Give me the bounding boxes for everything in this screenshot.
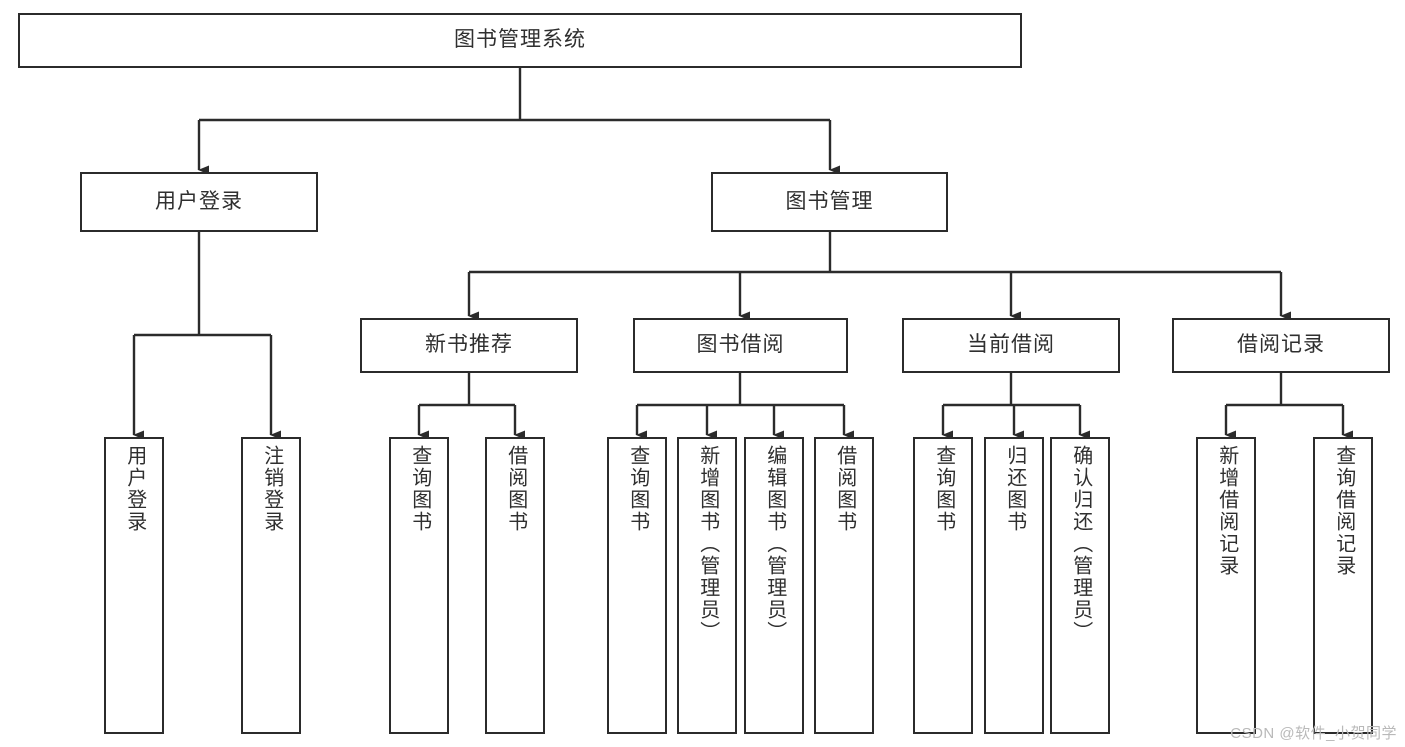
node-borrow-record[interactable]: 借阅记录 — [1172, 318, 1390, 373]
node-user-login[interactable]: 用户登录 — [80, 172, 318, 232]
node-label: 当前借阅 — [967, 333, 1055, 357]
node-leaf-borrow-book[interactable]: 借阅图书 — [814, 437, 874, 734]
node-label: 编辑图书（管理员） — [763, 445, 786, 643]
node-leaf-borrow-book-new[interactable]: 借阅图书 — [485, 437, 545, 734]
node-label: 图书借阅 — [696, 333, 785, 357]
node-leaf-query-book-new[interactable]: 查询图书 — [389, 437, 449, 734]
node-label: 查询图书 — [408, 445, 431, 533]
node-label: 用户登录 — [155, 189, 243, 213]
node-label: 查询借阅记录 — [1332, 445, 1355, 577]
node-leaf-query-book-borrow[interactable]: 查询图书 — [607, 437, 667, 734]
node-label: 用户登录 — [123, 445, 146, 533]
node-book-management[interactable]: 图书管理 — [711, 172, 948, 232]
node-label: 图书管理 — [785, 189, 874, 213]
node-leaf-confirm-return-admin[interactable]: 确认归还（管理员） — [1050, 437, 1110, 734]
node-current-borrow[interactable]: 当前借阅 — [902, 318, 1120, 373]
node-label: 借阅图书 — [833, 445, 856, 533]
node-leaf-query-borrow-record[interactable]: 查询借阅记录 — [1313, 437, 1373, 734]
node-leaf-add-borrow-record[interactable]: 新增借阅记录 — [1196, 437, 1256, 734]
node-label: 借阅图书 — [504, 445, 527, 533]
node-label: 注销登录 — [260, 445, 283, 533]
node-label: 新增借阅记录 — [1215, 445, 1238, 577]
node-leaf-return-book[interactable]: 归还图书 — [984, 437, 1044, 734]
node-label: 借阅记录 — [1237, 333, 1325, 357]
node-label: 归还图书 — [1003, 445, 1026, 533]
node-new-book-recommendation[interactable]: 新书推荐 — [360, 318, 578, 373]
node-leaf-user-logout[interactable]: 注销登录 — [241, 437, 301, 734]
node-label: 新书推荐 — [425, 333, 513, 357]
csdn-watermark: CSDN @软件_小贺同学 — [1230, 725, 1397, 742]
node-leaf-edit-book-admin[interactable]: 编辑图书（管理员） — [744, 437, 804, 734]
node-leaf-query-book-current[interactable]: 查询图书 — [913, 437, 973, 734]
node-label: 查询图书 — [932, 445, 955, 533]
node-label: 图书管理系统 — [454, 28, 586, 52]
node-label: 新增图书（管理员） — [696, 445, 719, 643]
node-label: 确认归还（管理员） — [1069, 445, 1092, 643]
node-book-borrow[interactable]: 图书借阅 — [633, 318, 848, 373]
node-leaf-add-book-admin[interactable]: 新增图书（管理员） — [677, 437, 737, 734]
node-leaf-user-login[interactable]: 用户登录 — [104, 437, 164, 734]
node-label: 查询图书 — [626, 445, 649, 533]
node-root-book-management-system[interactable]: 图书管理系统 — [18, 13, 1022, 68]
